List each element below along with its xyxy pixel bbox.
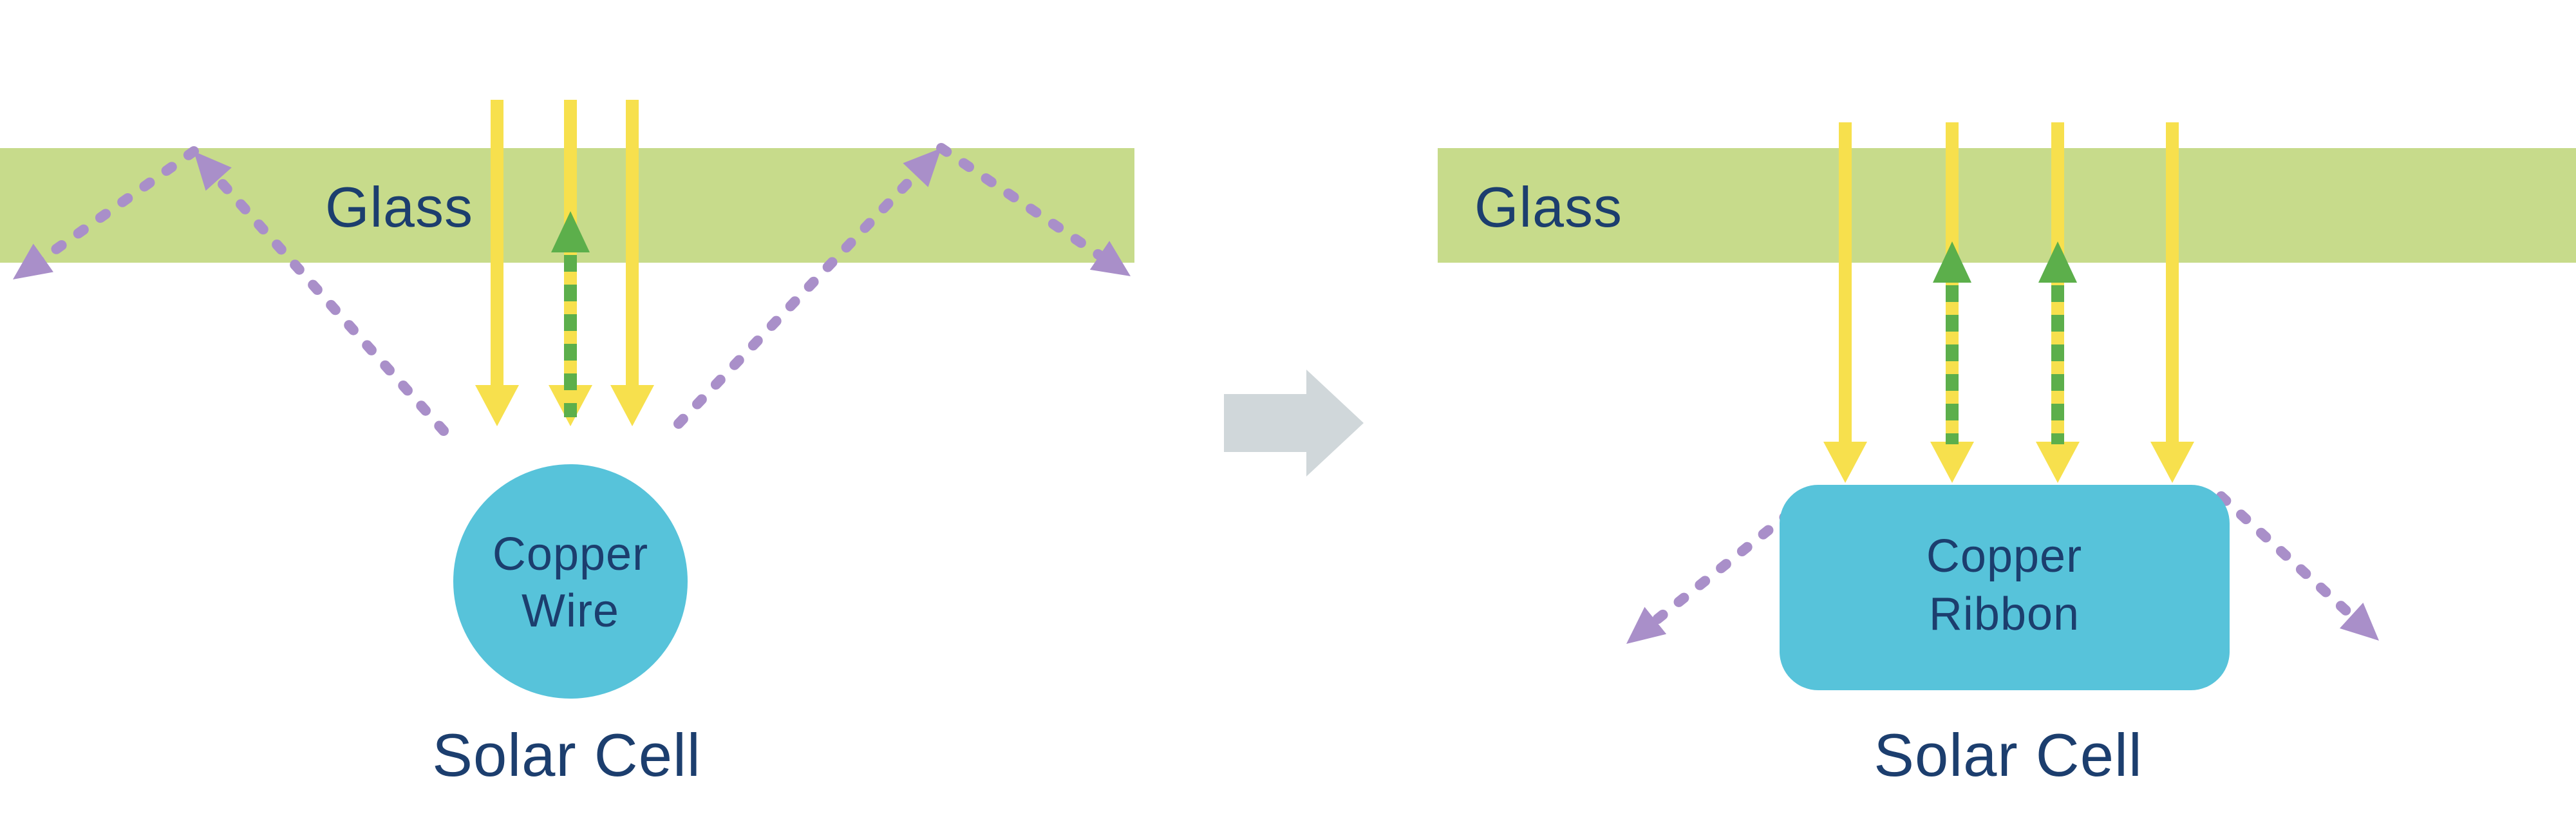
copper-ribbon-shape: [1780, 485, 2230, 690]
copper-ribbon-label-line2: Ribbon: [1929, 588, 2080, 640]
arrowhead-icon: [1823, 442, 1867, 483]
reflected-light-arrow: [2038, 241, 2077, 444]
transition-arrow-icon: [1224, 370, 1364, 476]
arrowhead-icon: [903, 148, 941, 187]
arrowhead-icon: [2150, 442, 2194, 483]
copper-wire-label-line2: Wire: [522, 585, 619, 637]
arrowhead-icon: [194, 151, 232, 191]
arrowhead-icon: [1930, 442, 1974, 483]
solar-cell-label: Solar Cell: [1874, 721, 2143, 789]
escaped-light-path: [673, 151, 939, 429]
arrowhead-icon: [2339, 602, 2379, 641]
escaped-light-path: [195, 154, 449, 436]
escaped-light-arrow-right: [2216, 491, 2379, 641]
arrowhead-icon: [1933, 241, 1971, 283]
escaped-light-path: [936, 143, 1124, 274]
arrowhead-icon: [551, 211, 590, 252]
escaped-light-arrow-left: [13, 146, 449, 436]
escaped-light-path: [28, 146, 199, 270]
copper-wire-label-line1: Copper: [493, 529, 648, 580]
incoming-light-arrow: [2150, 122, 2194, 483]
incoming-light-arrow: [475, 100, 519, 426]
copper-wire-shape: [453, 464, 688, 699]
arrowhead-icon: [1089, 241, 1131, 276]
incoming-light-arrow: [610, 100, 654, 426]
glass-layer: [1438, 148, 2576, 263]
escaped-light-arrow-right: [673, 143, 1131, 429]
solar-cell-label: Solar Cell: [432, 721, 701, 789]
reflected-light-arrow: [551, 211, 590, 417]
arrowhead-icon: [2036, 442, 2080, 483]
glass-label: Glass: [1474, 175, 1622, 239]
reflected-light-arrow: [1933, 241, 1971, 444]
incoming-light-arrow: [1823, 122, 1867, 483]
arrowhead-icon: [475, 385, 519, 426]
glass-label: Glass: [325, 175, 473, 239]
arrowhead-icon: [610, 385, 654, 426]
arrowhead-icon: [2038, 241, 2077, 283]
escaped-light-path: [2216, 491, 2363, 626]
arrowhead-icon: [13, 243, 53, 279]
right-panel: Glass Copper Ribbon Solar Cell: [1438, 122, 2576, 789]
left-panel: Glass Copper Wire Solar Cell: [0, 100, 1134, 789]
copper-ribbon-label-line1: Copper: [1926, 531, 2082, 582]
arrowhead-icon: [1626, 607, 1667, 644]
